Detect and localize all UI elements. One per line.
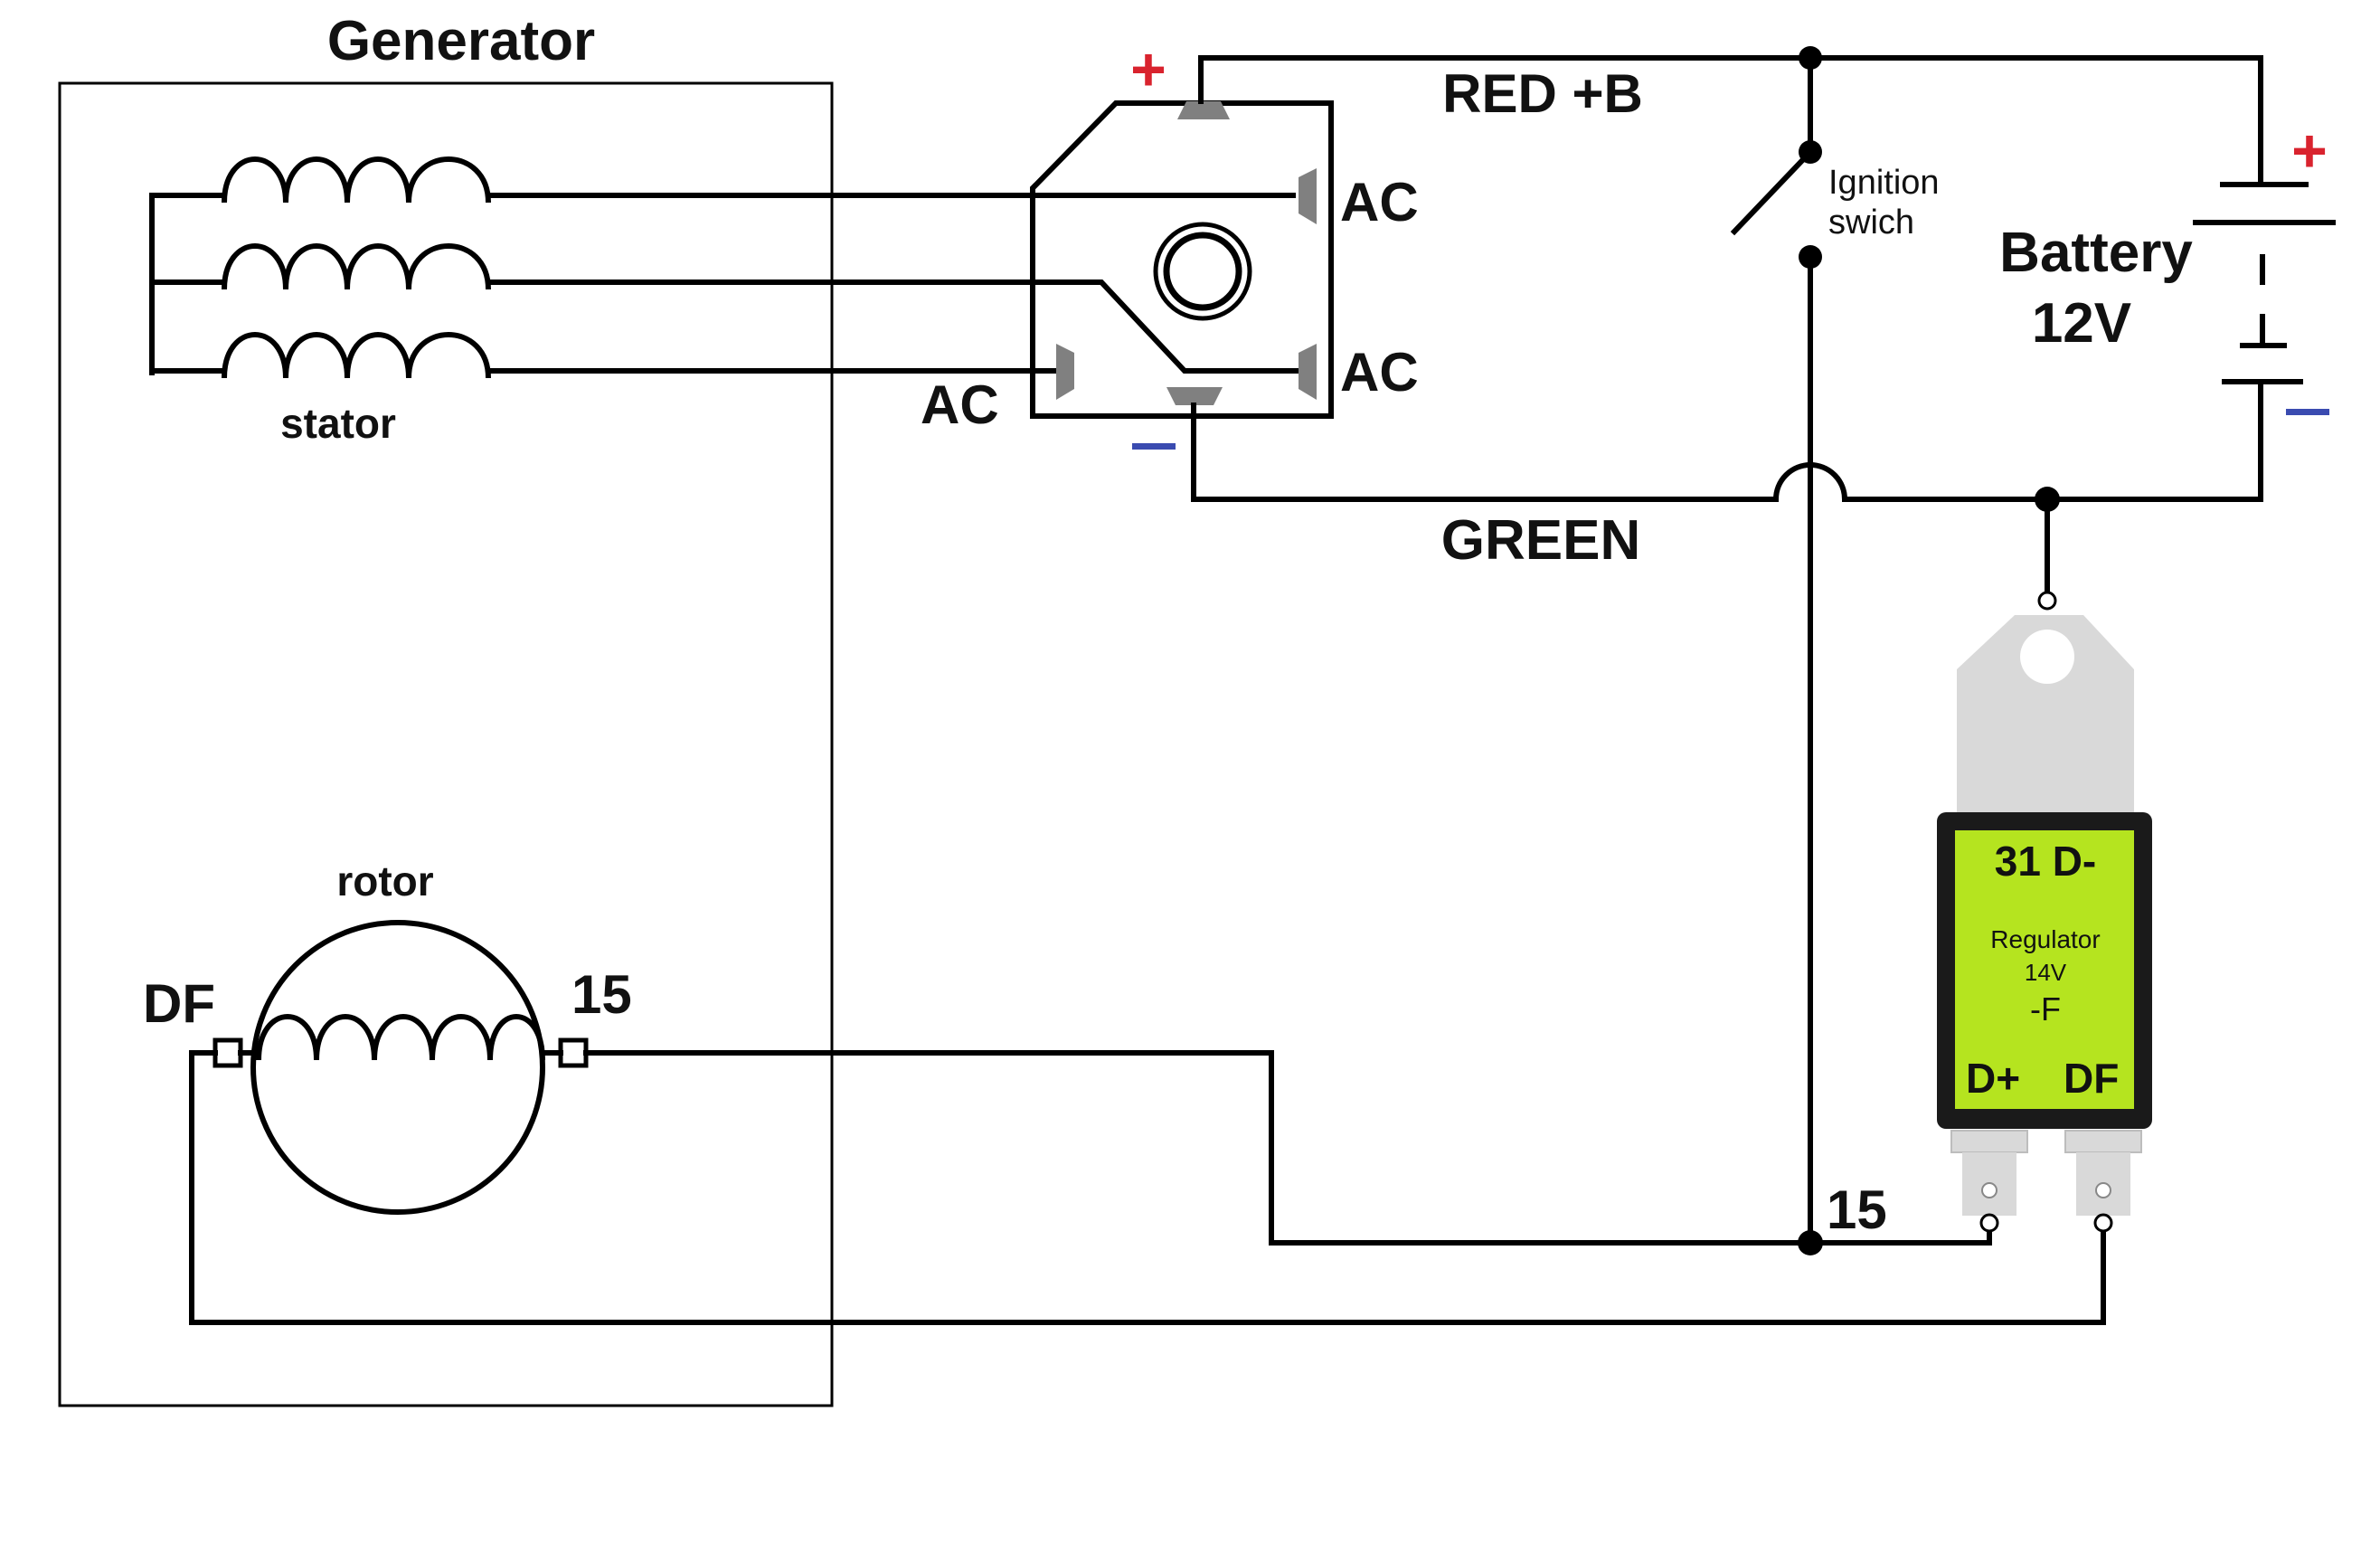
stator-coil-3 [222,332,491,379]
regulator-pin-dplus-label: D+ [1966,1055,2020,1102]
wire-15-to-junction [583,1050,1813,1246]
generator-housing [58,81,834,1407]
generator: Generator [58,10,834,1407]
green-label: GREEN [1441,509,1640,572]
red-b-label: RED +B [1442,63,1643,124]
rectifier-stud-outer [1153,222,1252,321]
phase-wires [486,193,1305,374]
battery-label-1: Battery [1999,222,2193,284]
phase-wire-2 [486,279,1305,374]
battery: + Battery 12V [1999,117,2336,502]
regulator-pin-df-base [2064,1130,2142,1153]
rectifier-ac-label-right: AC [1340,342,1419,403]
green-wire [1191,403,2263,502]
regulator-face [1955,830,2134,1109]
rectifier-plus-terminal [1177,101,1230,119]
regulator-mounting-hole [2020,630,2074,684]
rectifier-ac-terminal-right [1299,344,1317,400]
rotor-terminal-df-label: DF [143,973,215,1034]
battery-label-2: 12V [2032,292,2131,355]
rotor-terminal-df [212,1037,243,1068]
rotor-coil [256,1014,545,1061]
negative-circuit: GREEN [1191,403,2263,594]
regulator-voltage: 14V [2025,959,2067,986]
rectifier-ac-label-left: AC [921,374,999,435]
ignition-switch-label-1: Ignition [1828,164,1940,202]
wire-junction-to-dplus [1808,1226,1992,1246]
generator-title: Generator [327,10,595,72]
regulator-mounting-tab [1957,615,2134,814]
junction-15-label: 15 [1827,1179,1887,1240]
rectifier: AC AC AC + [921,35,1419,450]
stator-label: stator [280,400,396,447]
regulator: 31 D- Regulator 14V -F D+ DF [1937,591,2152,1233]
rotor-terminal-15-label: 15 [571,964,632,1025]
rectifier-ac-terminal-top [1299,168,1317,224]
rectifier-plus-sign: + [1130,35,1166,104]
regulator-pin-dplus-contact [1979,1213,1999,1233]
rectifier-ac-terminal-left [1056,344,1074,400]
rectifier-minus-sign [1132,443,1176,450]
regulator-pin-df-label: DF [2064,1055,2119,1102]
field-wires: 15 [189,1050,2106,1325]
rectifier-minus-terminal [1166,387,1223,405]
regulator-ground-pin [2037,591,2057,611]
rotor-label: rotor [336,857,433,905]
regulator-pin-dplus-base [1950,1130,2028,1153]
rotor: rotor DF 15 [143,857,632,1215]
stator: stator [149,156,491,447]
ignition-switch-label-2: swich [1828,204,1914,242]
battery-plus-sign: + [2291,117,2328,185]
rectifier-ac-label-top: AC [1340,172,1419,232]
regulator-pin-df-contact [2093,1213,2113,1233]
rectifier-stud-inner [1163,232,1242,311]
ignition-switch-blade [1730,147,1815,236]
regulator-top-label: 31 D- [1995,838,2096,885]
wire-df-return [189,1050,2106,1325]
regulator-pin-df-hole [2095,1182,2111,1198]
battery-minus-sign [2286,409,2329,415]
regulator-mode: -F [2030,990,2061,1028]
stator-coil-1 [222,156,491,204]
regulator-pin-dplus-hole [1981,1182,1998,1198]
positive-circuit: RED +B Ignition swich [1198,46,2263,1246]
rotor-ring [250,920,545,1215]
stator-coil-2 [222,243,491,290]
red-b-wire [1198,55,2263,184]
regulator-name: Regulator [1990,925,2100,953]
rectifier-body [1030,100,1334,419]
rotor-terminal-15 [558,1037,589,1068]
